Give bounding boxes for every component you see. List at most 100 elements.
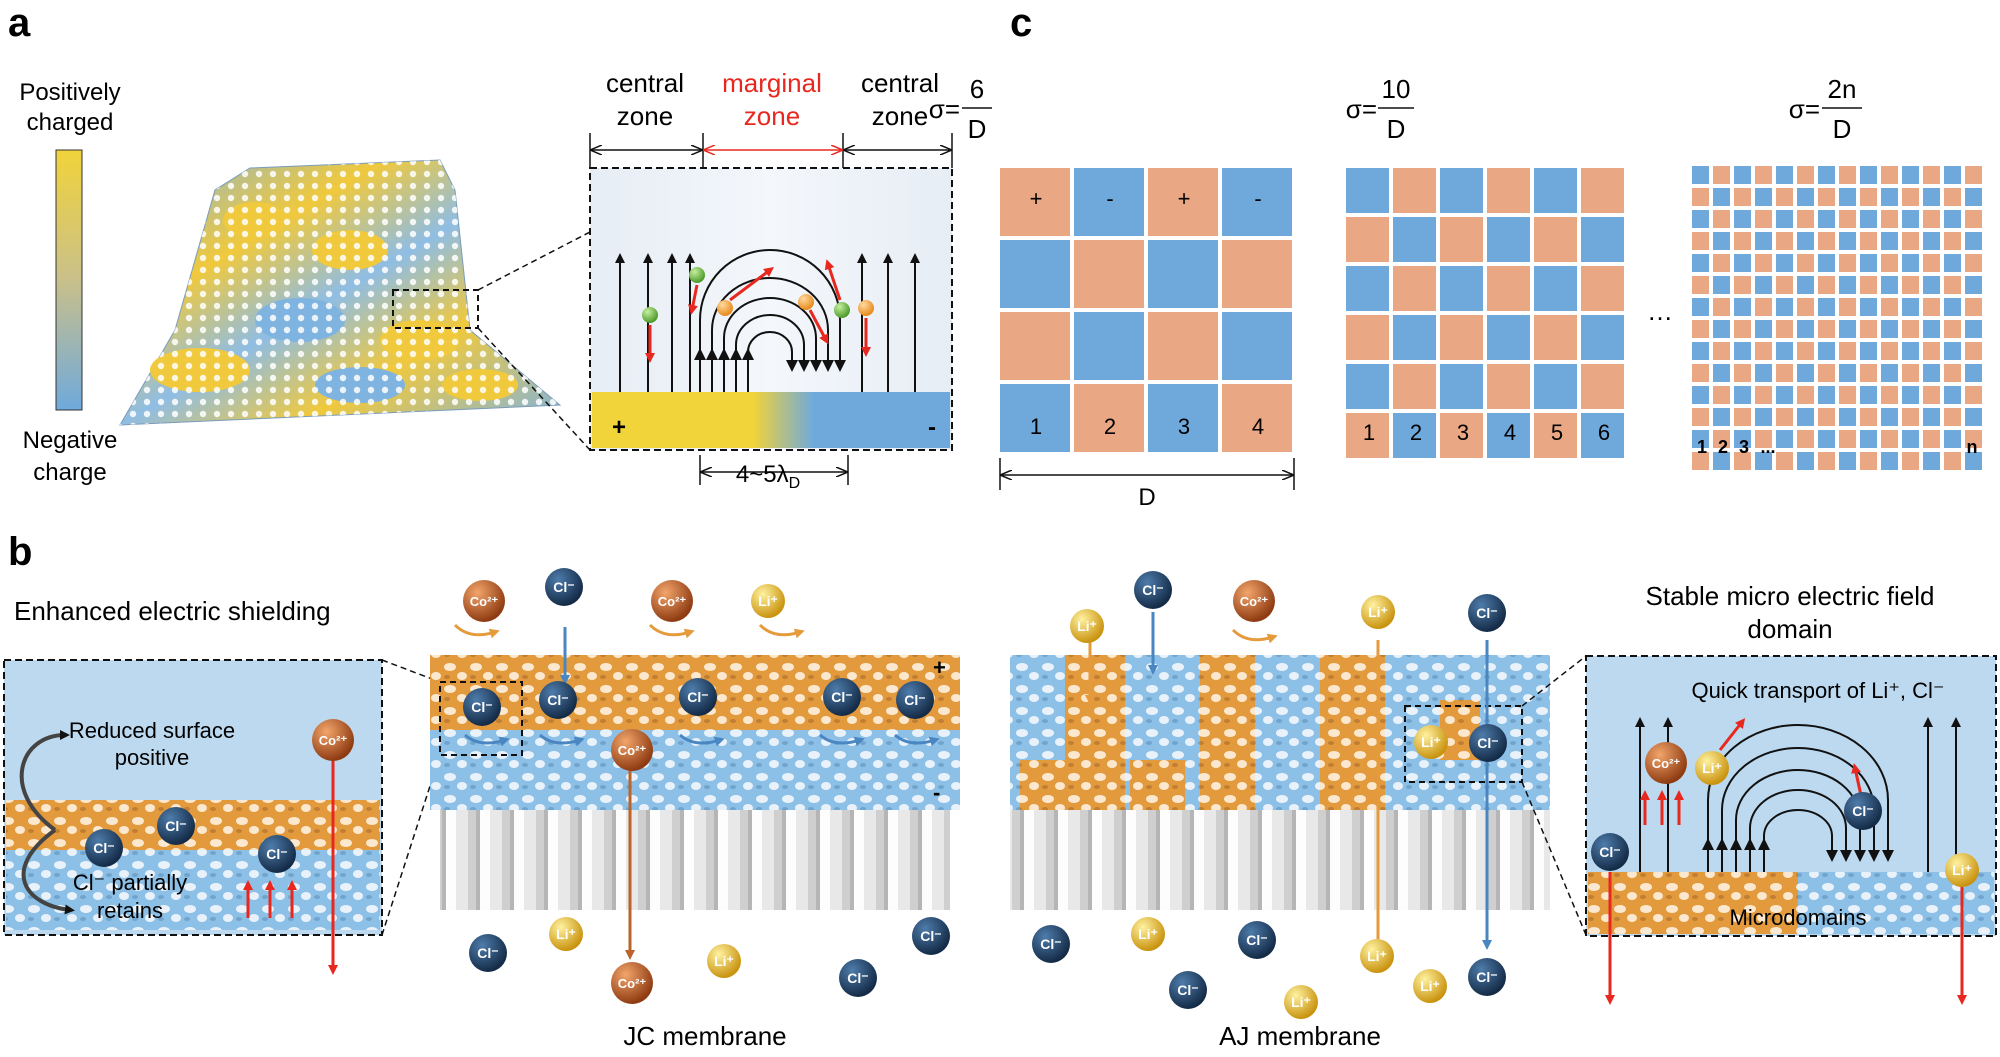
- grid-cell: [1839, 452, 1856, 470]
- grid-cell: [1734, 452, 1751, 470]
- cl-ion-sphere: [896, 681, 934, 719]
- left-inset-text2-line1: Cl⁻ partially: [73, 870, 187, 895]
- cl-ion: Cl⁻: [1468, 594, 1506, 632]
- grid-cell: [1346, 413, 1389, 458]
- cl-ion-label: Cl⁻: [1852, 803, 1873, 819]
- grid-cell: [1965, 408, 1982, 426]
- grid-cell: [1881, 166, 1898, 184]
- grid-cell: [1148, 384, 1218, 452]
- grids-ellipsis: …: [1647, 296, 1673, 326]
- cl-ion-label: Cl⁻: [477, 945, 498, 961]
- grid-cell: [1713, 188, 1730, 206]
- grid-cell: [1965, 254, 1982, 272]
- grid-cell: [1902, 430, 1919, 448]
- sigma-3-denominator: D: [1833, 114, 1852, 144]
- grid-cell: [1346, 315, 1389, 360]
- cl-ion: Cl⁻: [1469, 724, 1507, 762]
- sigma-2: σ=: [1346, 94, 1377, 124]
- grid-cell: [1755, 232, 1772, 250]
- grid-cell: [1860, 386, 1877, 404]
- aj-zoom-box: [1404, 705, 1523, 783]
- grid-cell: [1839, 364, 1856, 382]
- cl-ion-sphere: [539, 681, 577, 719]
- zone-left-line2: zone: [617, 101, 673, 131]
- left-inset-text1-line1: Reduced surface: [69, 718, 235, 743]
- cl-ion: Cl⁻: [823, 678, 861, 716]
- li-ion: Li⁺: [1284, 985, 1318, 1019]
- grid-cell: [1902, 254, 1919, 272]
- grid-cell: [1965, 298, 1982, 316]
- grid-cell: [1881, 364, 1898, 382]
- grid-cell: [1839, 298, 1856, 316]
- grid-cell: [1881, 298, 1898, 316]
- inset-cation: [717, 300, 733, 316]
- grid-cell: [1755, 320, 1772, 338]
- grid-cell: [1776, 188, 1793, 206]
- grid-cell: [1797, 320, 1814, 338]
- li-ion-sphere: [1945, 853, 1979, 887]
- grid-cell: [1222, 168, 1292, 236]
- grid-cell: [1902, 452, 1919, 470]
- li-ion-sphere: [1361, 595, 1395, 629]
- field-inset: + -: [589, 167, 953, 451]
- co-ion-sphere: [611, 962, 653, 1004]
- grid-cell: [1839, 276, 1856, 294]
- grid-cell: [1923, 386, 1940, 404]
- grid-cell: [1902, 298, 1919, 316]
- grid-cell: [1074, 240, 1144, 308]
- grid-cell: [1965, 232, 1982, 250]
- grid-3-index: 3: [1739, 437, 1749, 457]
- grid-cell: [1902, 188, 1919, 206]
- cl-ion-label: Cl⁻: [1177, 982, 1198, 998]
- grid-2-index: 6: [1598, 420, 1610, 445]
- li-ion: Li⁺: [549, 917, 583, 951]
- grid-cell: [1692, 320, 1709, 338]
- grid-cell: [1797, 298, 1814, 316]
- cl-ion-sphere: [1032, 925, 1070, 963]
- li-ion: Li⁺: [707, 944, 741, 978]
- zone-mid-line1: marginal: [722, 68, 822, 98]
- grid-cell: [1755, 342, 1772, 360]
- zone-left-line1: central: [606, 68, 684, 98]
- grid-cell: [1818, 298, 1835, 316]
- grid-cell: [1944, 188, 1961, 206]
- grid-cell: [1487, 315, 1530, 360]
- grid-cell: [1734, 386, 1751, 404]
- li-ion-label: Li⁺: [1077, 618, 1097, 634]
- cl-ion: Cl⁻: [157, 807, 195, 845]
- grid-cell: [1581, 266, 1624, 311]
- grid-cell: [1839, 342, 1856, 360]
- grid-cell: [1713, 232, 1730, 250]
- zone-right-line2: zone: [872, 101, 928, 131]
- grid-cell: [1346, 364, 1389, 409]
- grid-cell: [1222, 384, 1292, 452]
- cl-ion-sphere: [1169, 971, 1207, 1009]
- cl-ion-label: Cl⁻: [847, 970, 868, 986]
- jc-membrane-label: JC membrane: [623, 1021, 786, 1051]
- grid-cell: [1692, 430, 1709, 448]
- grid-2-index: 2: [1410, 420, 1422, 445]
- grid-cell: [1944, 210, 1961, 228]
- grid-1-sign: -: [1254, 186, 1261, 211]
- co-ion: Co²⁺: [611, 962, 653, 1004]
- grid-cell: [1692, 386, 1709, 404]
- li-ion-label: Li⁺: [714, 953, 734, 969]
- legend-top-line2: charged: [27, 109, 114, 136]
- grid-cell: [1776, 254, 1793, 272]
- grid-cell: [1776, 276, 1793, 294]
- grid-cell: [1148, 168, 1218, 236]
- grid-cell: [1487, 168, 1530, 213]
- grid-cell: [1534, 266, 1577, 311]
- sigma-1-numerator: 6: [970, 74, 984, 104]
- li-ion-sphere: [1070, 609, 1104, 643]
- co-ion-sphere: [312, 719, 354, 761]
- grid-cell: [1860, 188, 1877, 206]
- cl-ion-sphere: [545, 568, 583, 606]
- grid-cell: [1860, 408, 1877, 426]
- cl-ion-sphere: [258, 835, 296, 873]
- cl-ion: Cl⁻: [839, 959, 877, 997]
- grid-cell: [1965, 430, 1982, 448]
- grid-cell: [1797, 452, 1814, 470]
- co-ion-label: Co²⁺: [618, 743, 647, 758]
- grid-cell: [1965, 188, 1982, 206]
